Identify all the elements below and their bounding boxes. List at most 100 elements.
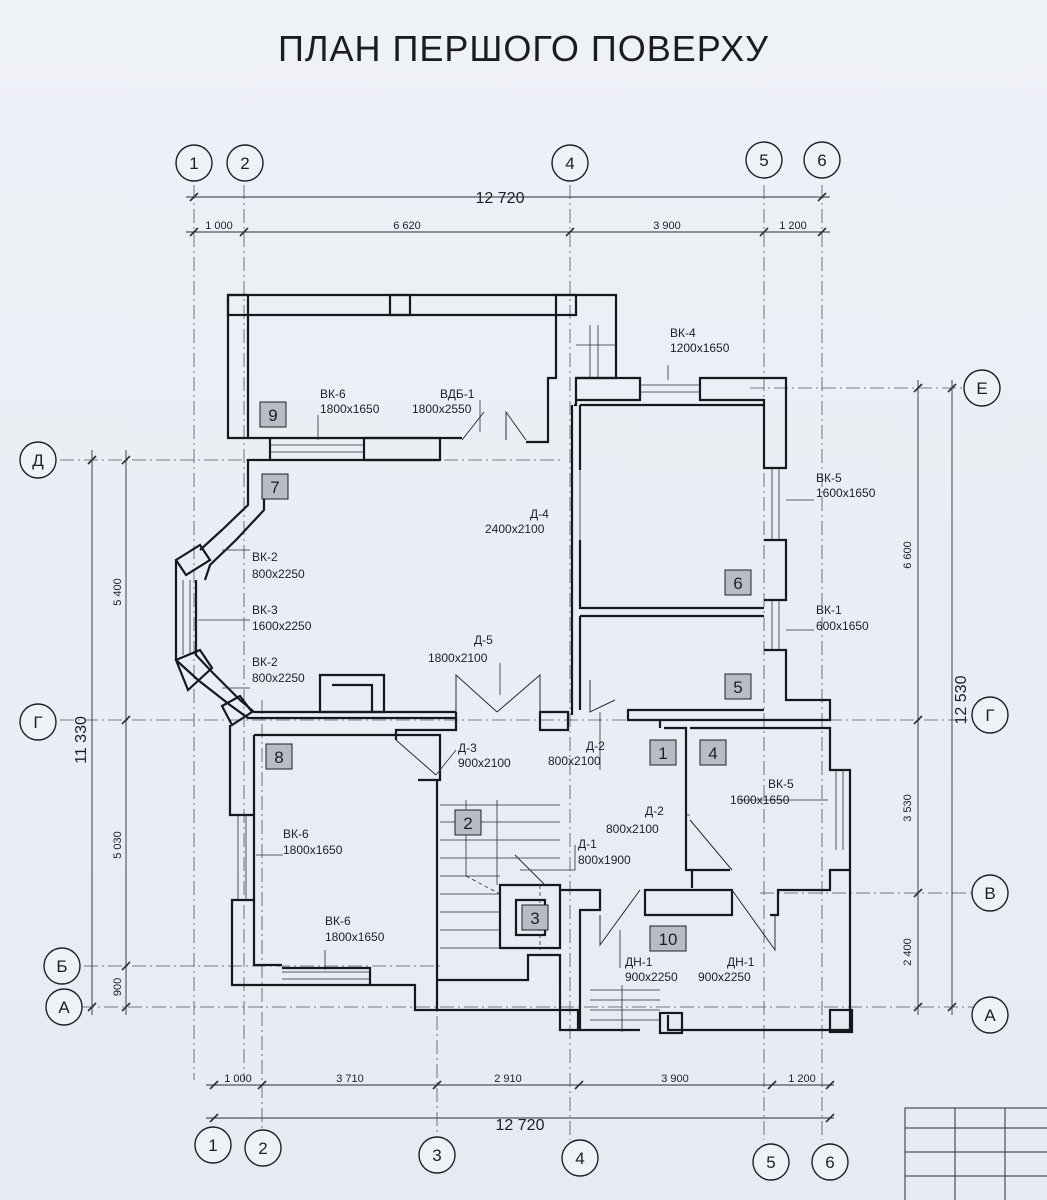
plan-title: ПЛАН ПЕРШОГО ПОВЕРХУ: [277, 28, 770, 69]
label-vk3-code: ВК-3: [252, 603, 278, 617]
dim-bottom-5: 1 200: [788, 1073, 816, 1085]
label-vk5-a-size: 1600x1650: [816, 486, 876, 500]
label-vk1-code: ВК-1: [816, 603, 842, 617]
axis-left-g: Г: [33, 713, 42, 732]
room-numbers: 9 7 6 5 8 1 4 2 3 10: [268, 406, 742, 949]
dim-bottom-total: 12 720: [496, 1117, 545, 1134]
label-vk6-b-code: ВК-6: [283, 827, 309, 841]
dim-top-2: 6 620: [393, 220, 421, 232]
label-vk2-b-code: ВК-2: [252, 655, 278, 669]
label-d3-code: Д-3: [458, 741, 477, 755]
dim-bottom-1: 1 000: [224, 1073, 252, 1085]
walls: [174, 293, 854, 1035]
title-block: [904, 1107, 1047, 1200]
axis-top-6: 6: [817, 151, 826, 170]
label-vk2-a-size: 800x2250: [252, 567, 305, 581]
dim-right-total: 12 530: [953, 675, 970, 724]
label-vk6-a-code: ВК-6: [320, 387, 346, 401]
room-7: 7: [270, 478, 279, 497]
axis-bottom-2: 2: [258, 1139, 267, 1158]
dim-top-total: 12 720: [476, 190, 525, 207]
room-6: 6: [733, 574, 742, 593]
label-vk4-code: ВК-4: [670, 326, 696, 340]
axis-bottom-5: 5: [766, 1153, 775, 1172]
dim-left-1: 5 400: [112, 578, 124, 606]
windows: [182, 384, 844, 980]
label-vk5-a-code: ВК-5: [816, 471, 842, 485]
label-d2-a-size: 800x2100: [548, 754, 601, 768]
axis-left-a: А: [58, 998, 70, 1017]
axis-bubbles: [19, 141, 1009, 1181]
axis-bottom-6: 6: [825, 1153, 834, 1172]
dim-right-1: 6 600: [902, 541, 914, 569]
opening-labels: ВК-6 1800x1650 ВДБ-1 1800x2550 ВК-4 1200…: [252, 326, 876, 984]
label-vdb1-size: 1800x2550: [412, 402, 472, 416]
axis-bottom-1: 1: [208, 1136, 217, 1155]
label-d5-code: Д-5: [474, 633, 493, 647]
dim-right-2: 3 530: [902, 794, 914, 822]
room-5: 5: [733, 678, 742, 697]
room-9: 9: [268, 406, 277, 425]
label-d2-b-size: 800x2100: [606, 822, 659, 836]
axis-top-1: 1: [189, 154, 198, 173]
label-vk6-c-code: ВК-6: [325, 914, 351, 928]
label-d5-size: 1800x2100: [428, 651, 488, 665]
label-d4-code: Д-4: [530, 507, 549, 521]
label-vk6-b-size: 1800x1650: [283, 843, 343, 857]
dim-top-4: 1 200: [779, 220, 807, 232]
label-vk6-a-size: 1800x1650: [320, 402, 380, 416]
axis-labels: 1 2 4 5 6 1 2 3 4 5 6 Д Г Б А Е Г В А: [32, 151, 996, 1172]
axis-right-v: В: [984, 884, 995, 903]
room-4: 4: [708, 744, 717, 763]
label-vk6-c-size: 1800x1650: [325, 930, 385, 944]
axis-left-b: Б: [56, 957, 67, 976]
axis-right-g: Г: [985, 706, 994, 725]
label-dn1-b-code: ДН-1: [727, 955, 755, 969]
dim-right-3: 2 400: [902, 938, 914, 966]
label-dn1-a-size: 900x2250: [625, 970, 678, 984]
dim-left-total: 11 330: [73, 716, 90, 764]
axis-right-e: Е: [976, 379, 987, 398]
door-swings: [395, 410, 776, 952]
label-dn1-b-size: 900x2250: [698, 970, 751, 984]
axis-grid: [60, 185, 975, 1140]
room-2: 2: [463, 814, 472, 833]
dim-bottom-3: 2 910: [494, 1073, 522, 1085]
label-vk5-b-code: ВК-5: [768, 777, 794, 791]
label-dn1-a-code: ДН-1: [625, 955, 653, 969]
label-vk1-size: 600x1650: [816, 619, 869, 633]
dim-bottom-2: 3 710: [336, 1073, 364, 1085]
room-10: 10: [659, 930, 678, 949]
axis-bottom-3: 3: [432, 1146, 441, 1165]
label-d1-code: Д-1: [578, 837, 597, 851]
axis-bottom-4: 4: [575, 1149, 584, 1168]
axis-left-d: Д: [32, 451, 44, 470]
label-vdb1-code: ВДБ-1: [440, 387, 475, 401]
dim-bottom-4: 3 900: [661, 1073, 689, 1085]
label-vk4-size: 1200x1650: [670, 341, 730, 355]
label-d2-b-code: Д-2: [645, 804, 664, 818]
label-vk2-a-code: ВК-2: [252, 550, 278, 564]
label-vk3-size: 1600x2250: [252, 619, 312, 633]
label-d4-size: 2400x2100: [485, 522, 545, 536]
label-vk2-b-size: 800x2250: [252, 671, 305, 685]
label-d3-size: 900x2100: [458, 756, 511, 770]
room-1: 1: [658, 744, 667, 763]
label-vk5-b-size: 1600x1650: [730, 793, 790, 807]
stair: [440, 325, 660, 1032]
axis-right-a: А: [984, 1006, 996, 1025]
leader-lines: [198, 365, 828, 970]
dimension-lines: [87, 192, 957, 1123]
axis-top-5: 5: [759, 151, 768, 170]
dim-left-3: 900: [112, 978, 124, 996]
dimension-labels: 12 720 1 000 6 620 3 900 1 200 1 000 3 7…: [73, 190, 970, 1134]
room-number-boxes: [259, 401, 752, 952]
room-3: 3: [530, 909, 539, 928]
dim-top-1: 1 000: [205, 220, 233, 232]
dim-left-2: 5 030: [112, 831, 124, 859]
dim-top-3: 3 900: [653, 220, 681, 232]
room-8: 8: [274, 748, 283, 767]
label-d2-a-code: Д-2: [586, 739, 605, 753]
